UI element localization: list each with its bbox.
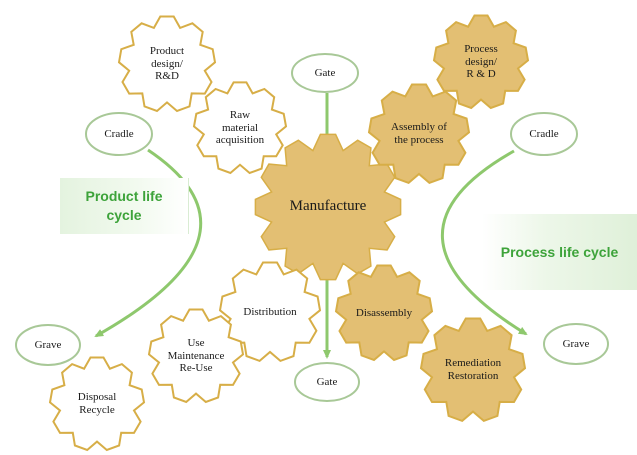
cradle-right-oval (510, 112, 578, 156)
process-cycle-arrow (441, 149, 528, 336)
remediation-gear (419, 317, 527, 423)
process-design-gear (432, 14, 530, 110)
raw-material-gear (192, 81, 288, 175)
disposal-gear (48, 356, 146, 452)
use-maintenance-gear (147, 308, 245, 404)
product-life-cycle-label: Product life cycle (60, 178, 189, 234)
cradle-left-oval (85, 112, 153, 156)
gate-bottom-oval (294, 362, 360, 402)
grave-left-oval (15, 324, 81, 366)
gate-top-oval (291, 53, 359, 93)
product-cycle-arrow (94, 148, 202, 338)
distribution-gear (218, 261, 322, 363)
product-design-gear (117, 15, 217, 113)
assembly-gear (367, 83, 471, 185)
process-life-cycle-label: Process life cycle (482, 214, 637, 290)
disassembly-gear (334, 264, 434, 362)
grave-right-oval (543, 323, 609, 365)
manufacture-gear (254, 133, 402, 281)
